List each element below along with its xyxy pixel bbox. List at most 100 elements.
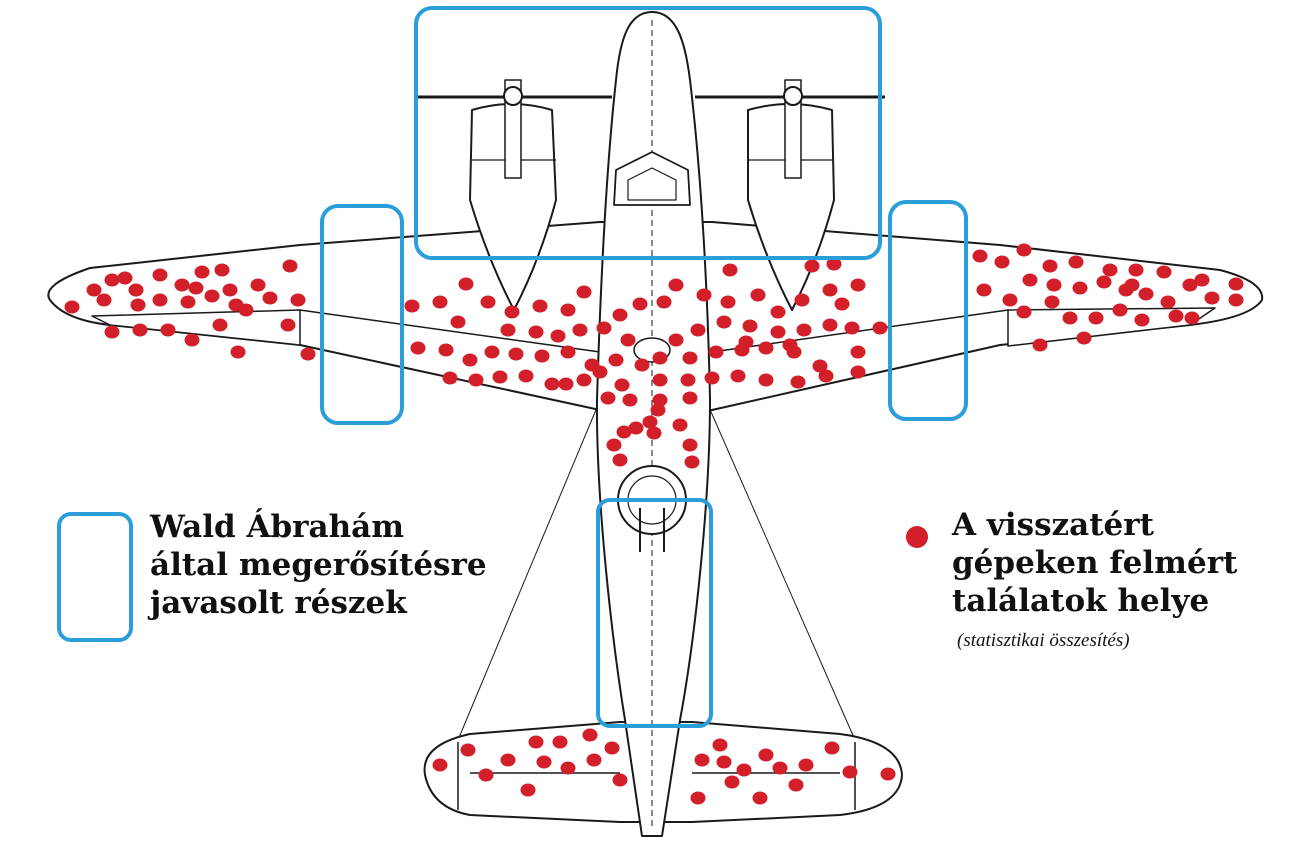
hit-marker bbox=[976, 283, 992, 297]
hit-marker bbox=[404, 299, 420, 313]
hit-marker bbox=[682, 391, 698, 405]
hit-marker bbox=[790, 375, 806, 389]
hit-marker bbox=[194, 265, 210, 279]
hit-marker bbox=[668, 333, 684, 347]
hit-marker bbox=[1016, 243, 1032, 257]
hit-marker bbox=[104, 273, 120, 287]
hit-marker bbox=[1228, 277, 1244, 291]
hit-marker bbox=[544, 377, 560, 391]
hit-marker bbox=[682, 351, 698, 365]
legend-hit-icon bbox=[906, 526, 928, 548]
hit-marker bbox=[596, 321, 612, 335]
hit-marker bbox=[462, 353, 478, 367]
legend-highlight-text: Wald Ábrahám által megerősítésre javasol… bbox=[150, 508, 487, 622]
hit-marker bbox=[558, 377, 574, 391]
hit-marker bbox=[552, 735, 568, 749]
hit-marker bbox=[822, 318, 838, 332]
hit-marker bbox=[604, 741, 620, 755]
hit-marker bbox=[484, 345, 500, 359]
bracing-line bbox=[457, 404, 599, 741]
hit-marker bbox=[770, 305, 786, 319]
hit-marker bbox=[628, 421, 644, 435]
region-left-mid-wing bbox=[320, 204, 404, 425]
hit-marker bbox=[1102, 263, 1118, 277]
hit-marker bbox=[458, 277, 474, 291]
hit-marker bbox=[1088, 311, 1104, 325]
hit-marker bbox=[576, 285, 592, 299]
hit-marker bbox=[442, 371, 458, 385]
hit-marker bbox=[788, 778, 804, 792]
hit-marker bbox=[842, 765, 858, 779]
hit-marker bbox=[682, 438, 698, 452]
hit-marker bbox=[620, 333, 636, 347]
hit-marker bbox=[972, 249, 988, 263]
hit-marker bbox=[694, 753, 710, 767]
hit-marker bbox=[96, 293, 112, 307]
hit-marker bbox=[86, 283, 102, 297]
legend-highlight-line: által megerősítésre bbox=[150, 547, 487, 583]
hit-marker bbox=[282, 259, 298, 273]
hit-marker bbox=[280, 318, 296, 332]
hit-marker bbox=[1044, 295, 1060, 309]
legend-hit-line: A visszatért bbox=[952, 507, 1154, 543]
hit-marker bbox=[174, 278, 190, 292]
hit-marker bbox=[622, 393, 638, 407]
hit-marker bbox=[632, 297, 648, 311]
hit-marker bbox=[822, 283, 838, 297]
hit-marker bbox=[716, 755, 732, 769]
hit-marker bbox=[1128, 263, 1144, 277]
hit-marker bbox=[500, 753, 516, 767]
hit-marker bbox=[796, 323, 812, 337]
hit-marker bbox=[646, 426, 662, 440]
hit-marker bbox=[1072, 281, 1088, 295]
legend-highlight-line: Wald Ábrahám bbox=[150, 509, 405, 545]
right-aileron bbox=[1007, 307, 1216, 347]
hit-marker bbox=[1096, 275, 1112, 289]
hit-marker bbox=[212, 318, 228, 332]
hit-marker bbox=[642, 415, 658, 429]
hit-marker bbox=[460, 743, 476, 757]
hit-marker bbox=[704, 371, 720, 385]
hit-marker bbox=[1184, 311, 1200, 325]
region-rear-fuselage bbox=[596, 498, 713, 728]
left-spinner bbox=[503, 86, 523, 106]
hit-marker bbox=[1002, 293, 1018, 307]
hit-marker bbox=[612, 773, 628, 787]
hit-marker bbox=[834, 297, 850, 311]
hit-marker bbox=[300, 347, 316, 361]
legend-highlight-line: javasolt részek bbox=[150, 585, 407, 621]
hit-marker bbox=[770, 325, 786, 339]
hit-marker bbox=[1046, 278, 1062, 292]
hit-marker bbox=[798, 758, 814, 772]
hit-marker bbox=[534, 349, 550, 363]
hit-marker bbox=[634, 358, 650, 372]
hit-marker bbox=[536, 755, 552, 769]
hit-marker bbox=[844, 321, 860, 335]
hit-marker bbox=[438, 343, 454, 357]
hit-marker bbox=[560, 345, 576, 359]
hit-marker bbox=[1068, 255, 1084, 269]
hit-marker bbox=[128, 283, 144, 297]
bracing-line bbox=[707, 404, 856, 741]
hit-marker bbox=[1032, 338, 1048, 352]
hit-marker bbox=[160, 323, 176, 337]
hit-marker bbox=[850, 278, 866, 292]
hit-marker bbox=[730, 369, 746, 383]
hit-marker bbox=[520, 783, 536, 797]
hit-marker bbox=[230, 345, 246, 359]
hit-marker bbox=[500, 323, 516, 337]
hit-marker bbox=[872, 321, 888, 335]
hit-marker bbox=[850, 345, 866, 359]
hit-marker bbox=[290, 293, 306, 307]
hit-marker bbox=[812, 359, 828, 373]
hit-marker bbox=[532, 299, 548, 313]
hit-marker bbox=[738, 335, 754, 349]
hit-marker bbox=[410, 341, 426, 355]
hit-marker bbox=[586, 753, 602, 767]
hit-marker bbox=[614, 378, 630, 392]
hit-marker bbox=[612, 453, 628, 467]
hit-marker bbox=[592, 365, 608, 379]
hit-marker bbox=[1194, 273, 1210, 287]
